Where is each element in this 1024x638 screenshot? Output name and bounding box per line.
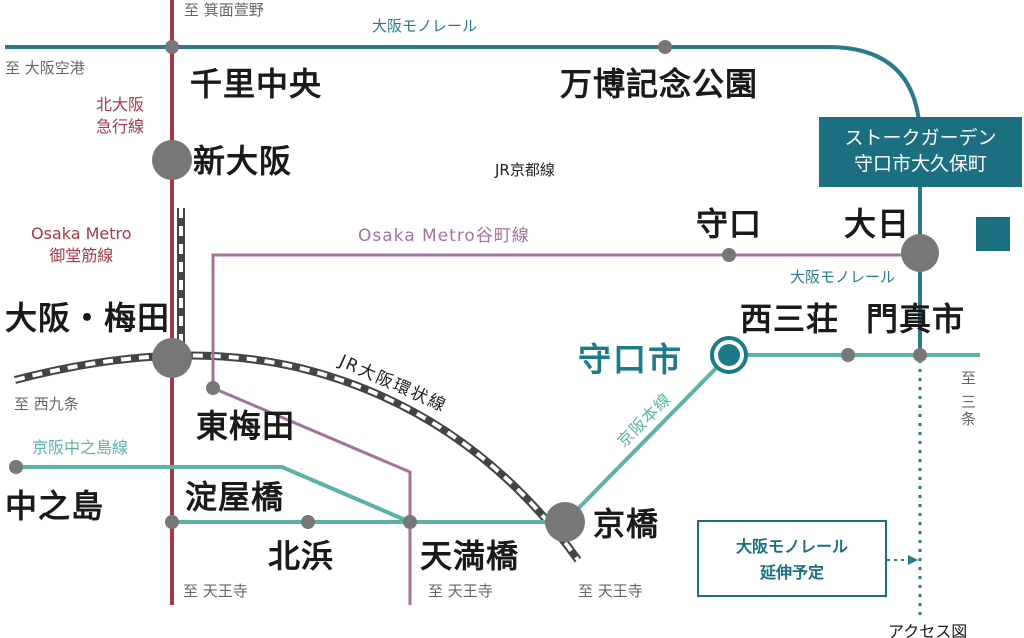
property-location-marker[interactable] xyxy=(976,217,1010,251)
station-label-kitahama: 北浜 xyxy=(268,537,335,575)
station-label-kyobashi: 京橋 xyxy=(593,505,660,543)
station-dot-moriguchi[interactable] xyxy=(722,248,736,262)
station-dot-shin-osaka[interactable] xyxy=(152,140,192,180)
station-label-kadoma: 門真市 xyxy=(866,300,966,338)
jr-loop-line xyxy=(14,353,580,562)
station-label-higashi-umeda: 東梅田 xyxy=(196,407,296,445)
station-dot-nakanoshima[interactable] xyxy=(9,460,23,474)
station-label-senri-chuo: 千里中央 xyxy=(190,65,323,103)
station-dot-tenmabashi[interactable] xyxy=(403,515,417,529)
property-name-box[interactable]: ストークガーデン 守口市大久保町 xyxy=(819,117,1022,187)
station-dot-yodoyabashi[interactable] xyxy=(165,515,179,529)
station-dot-osaka-umeda[interactable] xyxy=(152,338,192,378)
tanimachi-label: Osaka Metro谷町線 xyxy=(358,226,530,246)
direction-tennoji-3: 至 天王寺 xyxy=(578,582,643,600)
plan-note-line2: 延伸予定 xyxy=(759,563,824,582)
station-dot-moriguchi-shi-inner xyxy=(718,344,740,366)
station-dot-dainichi[interactable] xyxy=(901,234,939,272)
monorail-east-label: 大阪モノレール xyxy=(790,268,896,286)
station-dot-higashi-umeda[interactable] xyxy=(206,381,220,395)
station-label-nishisanso: 西三荘 xyxy=(740,300,840,338)
station-label-shin-osaka: 新大阪 xyxy=(193,142,293,180)
station-dot-kadoma[interactable] xyxy=(913,348,927,362)
direction-sanjo: 至 三条 xyxy=(959,370,977,428)
monorail-extension-note: 大阪モノレール 延伸予定 xyxy=(697,520,887,597)
station-dot-banpaku[interactable] xyxy=(658,40,672,54)
direction-tennoji-1: 至 天王寺 xyxy=(183,582,248,600)
station-label-banpaku: 万博記念公園 xyxy=(560,65,759,103)
station-label-moriguchi: 守口 xyxy=(696,205,763,243)
monorail-label: 大阪モノレール xyxy=(372,17,478,35)
plan-note-line1: 大阪モノレール xyxy=(735,537,848,556)
jr-kyoto-label: JR京都線 xyxy=(495,161,555,179)
property-name-line2: 守口市大久保町 xyxy=(853,153,987,175)
jr-loop-line-bg xyxy=(13,351,582,563)
station-label-tenmabashi: 天満橋 xyxy=(420,537,520,575)
property-name-line1: ストークガーデン xyxy=(844,127,997,149)
station-label-moriguchi-shi: 守口市 xyxy=(578,340,683,379)
map-title: アクセス図 xyxy=(888,622,968,638)
keihan-nakanoshima-label: 京阪中之島線 xyxy=(32,438,129,457)
station-dot-nishisanso[interactable] xyxy=(841,348,855,362)
kita-osaka-label: 北大阪 急行線 xyxy=(96,95,145,136)
station-label-yodoyabashi: 淀屋橋 xyxy=(185,478,285,516)
station-label-dainichi: 大日 xyxy=(844,205,911,243)
midosuji-label: Osaka Metro 御堂筋線 xyxy=(31,224,132,265)
direction-airport: 至 大阪空港 xyxy=(5,59,85,77)
station-label-nakanoshima: 中之島 xyxy=(5,487,105,525)
station-dot-kitahama[interactable] xyxy=(301,515,315,529)
station-dot-senri-chuo[interactable] xyxy=(165,40,179,54)
direction-mino-kayano: 至 箕面萱野 xyxy=(184,1,264,19)
direction-nishikujo: 至 西九条 xyxy=(14,395,79,413)
plan-arrow-head xyxy=(908,555,918,565)
station-label-osaka-umeda: 大阪・梅田 xyxy=(5,299,171,337)
keihan-nakanoshima-line xyxy=(16,465,411,524)
direction-tennoji-2: 至 天王寺 xyxy=(428,582,493,600)
station-dot-kyobashi[interactable] xyxy=(545,502,585,542)
